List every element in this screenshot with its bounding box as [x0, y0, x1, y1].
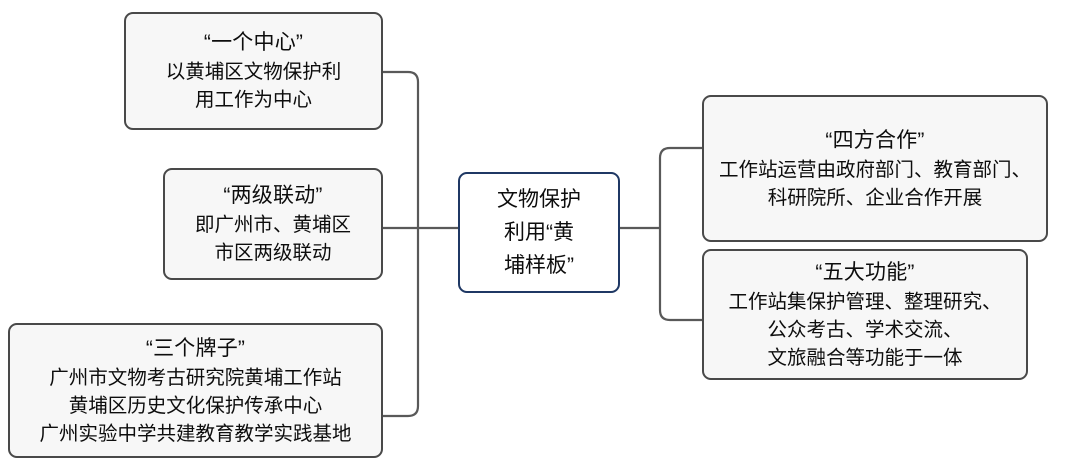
connector-left-branch-center-focus: [383, 70, 420, 83]
node-one-center[interactable]: “一个中心” 以黄埔区文物保护利 用工作为中心: [124, 12, 383, 130]
node-one-center-line-1: 以黄埔区文物保护利: [165, 61, 342, 83]
node-core-huangpu-model[interactable]: 文物保护 利用“黄 埔样板”: [458, 172, 620, 293]
node-four-party-cooperation-title: “四方合作”: [825, 128, 925, 152]
node-core-line-2: 利用“黄: [504, 221, 574, 244]
node-three-plates[interactable]: “三个牌子” 广州市文物考古研究院黄埔工作站 黄埔区历史文化保护传承中心 广州实…: [8, 323, 383, 458]
node-two-level-linkage-line-2: 市区两级联动: [214, 242, 332, 264]
connector-left-branch-three-plates: [383, 405, 420, 418]
node-three-plates-line-1: 广州市文物考古研究院黄埔工作站: [49, 366, 342, 389]
node-core-line-1: 文物保护: [497, 188, 581, 211]
connector-right-branch-four-party: [658, 146, 702, 159]
node-four-party-cooperation-line-1: 工作站运营由政府部门、教育部门、: [718, 158, 1031, 181]
node-five-functions-line-2: 公众考古、学术交流、: [767, 318, 963, 341]
node-five-functions-title: “五大功能”: [815, 260, 915, 284]
node-one-center-line-2: 用工作为中心: [194, 89, 312, 111]
node-two-level-linkage[interactable]: “两级联动” 即广州市、黄埔区 市区两级联动: [163, 168, 383, 280]
node-three-plates-title: “三个牌子”: [145, 336, 246, 360]
node-two-level-linkage-line-1: 即广州市、黄埔区: [194, 214, 351, 236]
node-five-functions-line-3: 文旅融合等功能于一体: [767, 346, 963, 369]
node-five-functions[interactable]: “五大功能” 工作站集保护管理、整理研究、 公众考古、学术交流、 文旅融合等功能…: [702, 249, 1028, 380]
node-two-level-linkage-title: “两级联动”: [223, 184, 323, 207]
node-four-party-cooperation-line-2: 科研院所、企业合作开展: [767, 186, 983, 209]
node-four-party-cooperation[interactable]: “四方合作” 工作站运营由政府部门、教育部门、 科研院所、企业合作开展: [702, 95, 1048, 242]
node-five-functions-line-1: 工作站集保护管理、整理研究、: [728, 290, 1002, 313]
node-one-center-title: “一个中心”: [203, 31, 304, 54]
connector-right-branch-five-func: [658, 309, 702, 322]
node-three-plates-line-2: 黄埔区历史文化保护传承中心: [68, 394, 323, 417]
node-core-line-3: 埔样板”: [504, 254, 574, 277]
node-three-plates-line-3: 广州实验中学共建教育教学实践基地: [39, 422, 352, 445]
